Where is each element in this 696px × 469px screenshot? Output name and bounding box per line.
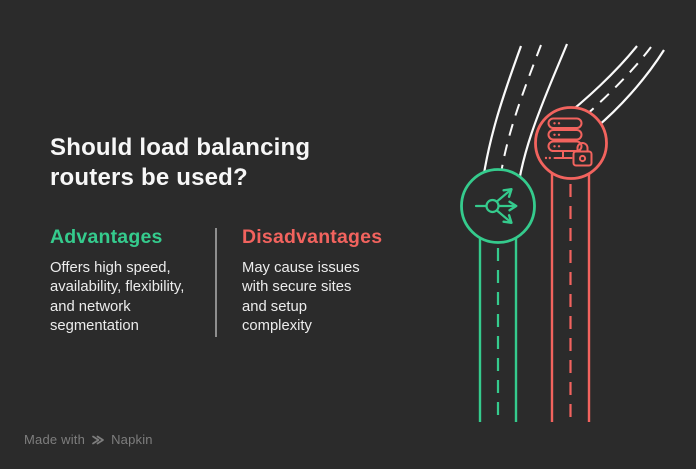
title-line-1: Should load balancing — [50, 134, 311, 161]
advantages-heading: Advantages — [50, 226, 163, 248]
title-line-2: routers be used? — [50, 164, 248, 191]
load-balancer-icon — [474, 188, 518, 224]
napkin-logo-icon — [92, 435, 104, 444]
disadvantages-text-line: complexity — [242, 318, 312, 335]
secure-server-lock-icon — [544, 117, 593, 167]
advantages-text-line: availability, flexibility, — [50, 279, 185, 296]
watermark-prefix: Made with — [24, 432, 86, 447]
disadvantages-text-line: May cause issues — [242, 260, 360, 276]
disadvantages-heading: Disadvantages — [242, 226, 383, 248]
disadvantages-text: May cause issues with secure sites and s… — [242, 259, 392, 337]
advantages-text-line: and network — [50, 298, 131, 315]
page-title: Should load balancing routers be used? — [50, 133, 310, 193]
load-balancer-node — [460, 168, 536, 244]
disadvantages-text-line: with secure sites — [242, 279, 352, 296]
secure-server-node — [534, 106, 608, 180]
column-divider — [215, 228, 217, 337]
advantages-text-line: Offers high speed, — [50, 260, 171, 276]
disadvantages-text-line: and setup — [242, 298, 307, 315]
advantages-text-line: segmentation — [50, 318, 139, 335]
made-with-watermark: Made with Napkin — [24, 432, 153, 447]
advantages-column: Advantages Offers high speed, availabili… — [50, 226, 220, 337]
disadvantages-column: Disadvantages May cause issues with secu… — [242, 226, 392, 337]
watermark-brand: Napkin — [111, 432, 153, 447]
advantages-text: Offers high speed, availability, flexibi… — [50, 259, 220, 337]
right-road — [550, 45, 665, 422]
